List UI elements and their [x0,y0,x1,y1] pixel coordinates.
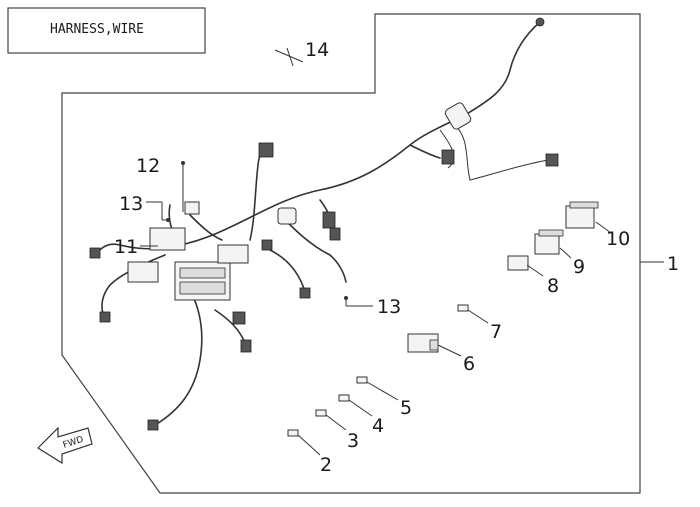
diagram-title: HARNESS,WIRE [50,22,144,37]
callout-8: 8 [547,275,559,297]
fuse-holder-6 [407,333,439,353]
callout-5: 5 [400,397,412,419]
callout-4: 4 [372,415,384,437]
title-box: HARNESS,WIRE [7,7,206,54]
callout-6: 6 [463,353,475,375]
relay-9 [534,229,564,255]
callout-14: 14 [305,39,329,61]
fuse-7 [457,304,469,312]
fuse-5 [356,376,368,384]
relay-8 [507,255,529,271]
wire-harness [89,17,559,431]
callout-1: 1 [667,253,679,275]
fuse-3 [315,409,327,417]
callout-10: 10 [606,228,630,250]
callout-labels: 1 2 3 4 5 6 7 8 9 10 11 12 13 13 14 [114,39,679,476]
fuse-2 [287,429,299,437]
callout-13-lower: 13 [377,296,401,318]
callout-9: 9 [573,256,585,278]
callout-3: 3 [347,430,359,452]
callout-13-upper: 13 [119,193,143,215]
fwd-arrow-icon: FWD [37,426,93,465]
callout-2: 2 [320,454,332,476]
fuse-4 [338,394,350,402]
leader-lines [140,47,664,456]
callout-11: 11 [114,236,138,258]
callout-7: 7 [490,321,502,343]
callout-12: 12 [136,155,160,177]
frame-outline [61,13,641,494]
relay-10 [565,201,599,229]
